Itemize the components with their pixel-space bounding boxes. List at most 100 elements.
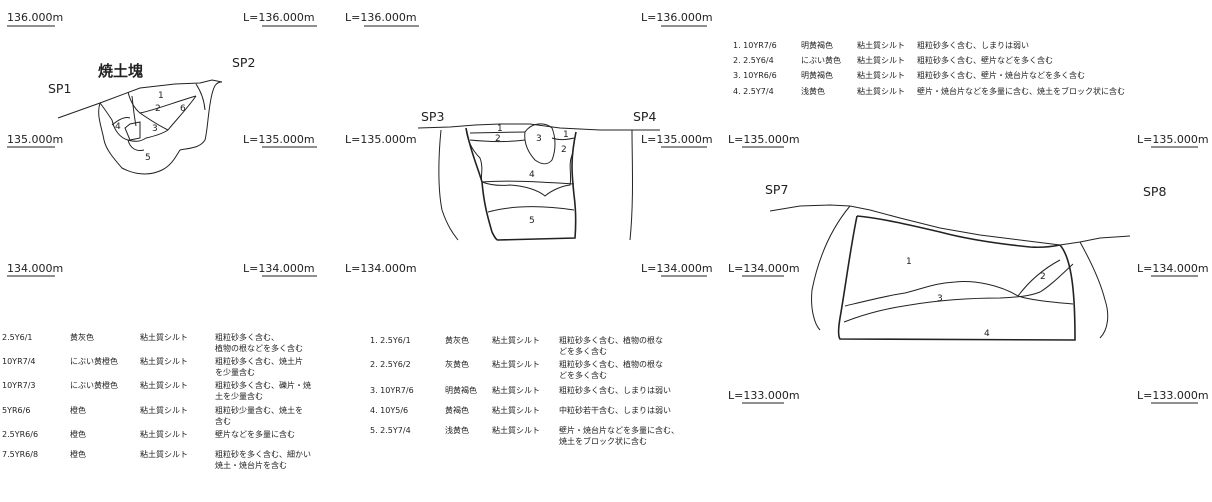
- layer-label: 3: [152, 124, 158, 134]
- layer-label: 1: [497, 124, 503, 134]
- sp4-label: SP4: [633, 109, 657, 124]
- elevation-134-left-p2: L=134.000m: [345, 262, 417, 275]
- legend-munsell-code: 3. 10YR7/6: [370, 386, 414, 395]
- legend-description: を少量含む: [215, 368, 255, 377]
- elevation-prefix: L=: [728, 262, 744, 275]
- elevation-134-left-p3: L=134.000m: [728, 262, 800, 275]
- legend-description: 壁片などを多量に含む: [215, 430, 295, 439]
- elevation-value: 134.000m: [656, 262, 713, 275]
- legend-description: 粗粒砂多く含む、植物の根な: [559, 336, 663, 345]
- elevation-prefix: L=: [345, 262, 361, 275]
- legend-color-name: にぶい黄色: [801, 56, 841, 65]
- elevation-135-right-p3: L=135.000m: [1137, 133, 1209, 146]
- legend-description: 粗粒砂多く含む、礫片・焼: [215, 381, 311, 390]
- sp3-label: SP3: [421, 109, 445, 124]
- legend-soil-type: 粘土質シルト: [857, 41, 905, 50]
- layer-label: 6: [180, 104, 186, 114]
- elevation-value: 135.000m: [656, 133, 713, 146]
- legend-description: どを多く含む: [559, 371, 607, 380]
- layer-label: 5: [529, 216, 535, 226]
- legend-color-name: にぶい黄橙色: [70, 381, 118, 390]
- legend-soil-type: 粘土質シルト: [492, 426, 540, 435]
- elevation-value: 134.000m: [258, 262, 315, 275]
- legend-soil-type: 粘土質シルト: [140, 406, 188, 415]
- legend-description: 植物の根などを多く含む: [215, 344, 303, 353]
- elevation-135-right-p1: L=135.000m: [243, 133, 315, 146]
- elevation-prefix: L=: [641, 11, 657, 24]
- elevation-value: 136.000m: [360, 11, 417, 24]
- legend-soil-type: 粘土質シルト: [857, 56, 905, 65]
- legend-soil-type: 粘土質シルト: [140, 357, 188, 366]
- elevation-134-right-p1: L=134.000m: [243, 262, 315, 275]
- sp8-label: SP8: [1143, 184, 1167, 199]
- legend-soil-type: 粘土質シルト: [140, 381, 188, 390]
- elevation-prefix: L=: [728, 133, 744, 146]
- elevation-value: 133.000m: [1152, 389, 1209, 402]
- legend-munsell-code: 3. 10YR6/6: [733, 71, 777, 80]
- legend-munsell-code: 10YR7/3: [2, 381, 36, 390]
- legend-munsell-code: 5YR6/6: [2, 406, 31, 415]
- elevation-135-right-p2: L=135.000m: [641, 133, 713, 146]
- elevation-prefix: L=: [243, 133, 259, 146]
- legend-color-name: にぶい黄橙色: [70, 357, 118, 366]
- legend-color-name: 浅黄色: [445, 426, 469, 435]
- legend-color-name: 黄灰色: [70, 333, 94, 342]
- legend-munsell-code: 1. 2.5Y6/1: [370, 336, 411, 345]
- sp2-label: SP2: [232, 55, 256, 70]
- elevation-prefix: L=: [345, 133, 361, 146]
- layer-label: 4: [115, 122, 121, 132]
- legend-description: 壁片・焼台片などを多量に含む、焼土をブロック状に含む: [917, 87, 1125, 96]
- elevation-134-left-p1: 134.000m: [7, 262, 64, 275]
- legend-color-name: 橙色: [70, 406, 86, 415]
- elevation-136-left-p1: 136.000m: [7, 11, 64, 24]
- legend-description: 粗粒砂多く含む、焼土片: [215, 357, 303, 366]
- section-sp3-sp4: [417, 123, 660, 241]
- legend-description: 焼土をブロック状に含む: [559, 437, 647, 446]
- elevation-value: 134.000m: [743, 262, 800, 275]
- layer-label: 3: [937, 294, 943, 304]
- sp7-label: SP7: [765, 182, 789, 197]
- legend-color-name: 浅黄色: [801, 87, 825, 96]
- elevation-value: 136.000m: [258, 11, 315, 24]
- legend-munsell-code: 2.5Y6/1: [2, 333, 33, 342]
- legend-munsell-code: 5. 2.5Y7/4: [370, 426, 411, 435]
- elevation-prefix: L=: [243, 262, 259, 275]
- elevation-136-right-p2: L=136.000m: [641, 11, 713, 24]
- legend-description: 粗粒砂多く含む、しまりは弱い: [559, 386, 671, 395]
- elevation-133-left-p3: L=133.000m: [728, 389, 800, 402]
- layer-label: 1: [158, 91, 164, 101]
- elevation-value: 133.000m: [743, 389, 800, 402]
- elevation-134-right-p3: L=134.000m: [1137, 262, 1209, 275]
- legend-soil-type: 粘土質シルト: [492, 360, 540, 369]
- section-sp7-sp8: [769, 204, 1131, 341]
- legend-description: 焼土・焼台片を含む: [215, 461, 287, 470]
- elevation-prefix: L=: [1137, 389, 1153, 402]
- sp1-label: SP1: [48, 81, 72, 96]
- section-sp1-sp2: [57, 79, 223, 175]
- layer-label: 4: [984, 329, 990, 339]
- legend-munsell-code: 7.5YR6/8: [2, 450, 39, 459]
- legend-munsell-code: 4. 2.5Y7/4: [733, 87, 774, 96]
- layer-label: 5: [145, 153, 151, 163]
- elevation-133-right-p3: L=133.000m: [1137, 389, 1209, 402]
- legend-munsell-code: 1. 10YR7/6: [733, 41, 777, 50]
- legend-color-name: 橙色: [70, 430, 86, 439]
- elevation-prefix: L=: [243, 11, 259, 24]
- elevation-135-left-p3: L=135.000m: [728, 133, 800, 146]
- elevation-136-left-p2: L=136.000m: [345, 11, 417, 24]
- legend-color-name: 明黄褐色: [801, 71, 833, 80]
- legend-description: 粗粒砂少量含む、焼土を: [215, 406, 303, 415]
- elevation-prefix: L=: [345, 11, 361, 24]
- legend-color-name: 明黄褐色: [445, 386, 477, 395]
- elevation-prefix: L=: [1137, 262, 1153, 275]
- elevation-value: 135.000m: [1152, 133, 1209, 146]
- legend-soil-type: 粘土質シルト: [140, 430, 188, 439]
- legend-description: どを多く含む: [559, 347, 607, 356]
- legend-soil-type: 粘土質シルト: [140, 333, 188, 342]
- layer-label: 2: [1040, 272, 1046, 282]
- legend-munsell-code: 2. 2.5Y6/4: [733, 56, 774, 65]
- elevation-135-left-p2: L=135.000m: [345, 133, 417, 146]
- legend-description: 含む: [215, 417, 231, 426]
- legend-soil-type: 粘土質シルト: [492, 336, 540, 345]
- legend-description: 粗粒砂多く含む、壁片などを多く含む: [917, 56, 1053, 65]
